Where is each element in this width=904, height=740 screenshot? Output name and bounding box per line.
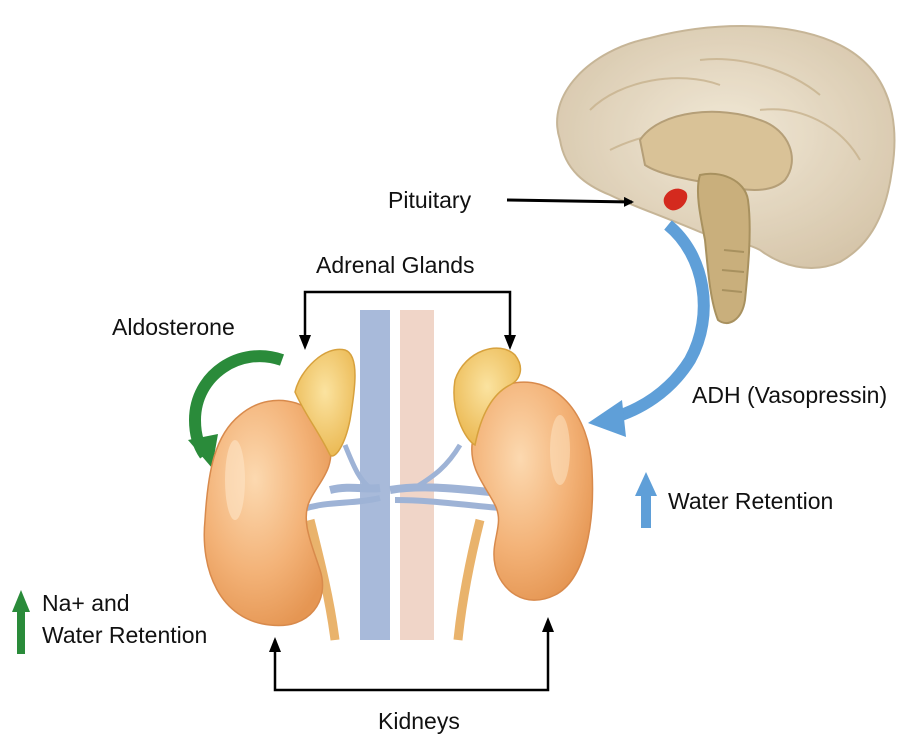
pituitary-pointer-arrow [507,200,632,202]
water-retention-label: Water Retention [668,486,833,516]
na-water-up-arrow [12,590,30,654]
na-and-label: Na+ and [42,588,130,618]
adh-arrow [588,225,704,437]
adrenal-glands-label: Adrenal Glands [316,250,475,280]
pituitary-label: Pituitary [388,185,471,215]
kidneys-label: Kidneys [378,706,460,736]
adh-label: ADH (Vasopressin) [692,380,887,410]
na-water-retention-label: Water Retention [42,620,207,650]
water-retention-up-arrow [635,472,657,528]
brain-illustration [557,26,894,323]
aldosterone-label: Aldosterone [112,312,235,342]
